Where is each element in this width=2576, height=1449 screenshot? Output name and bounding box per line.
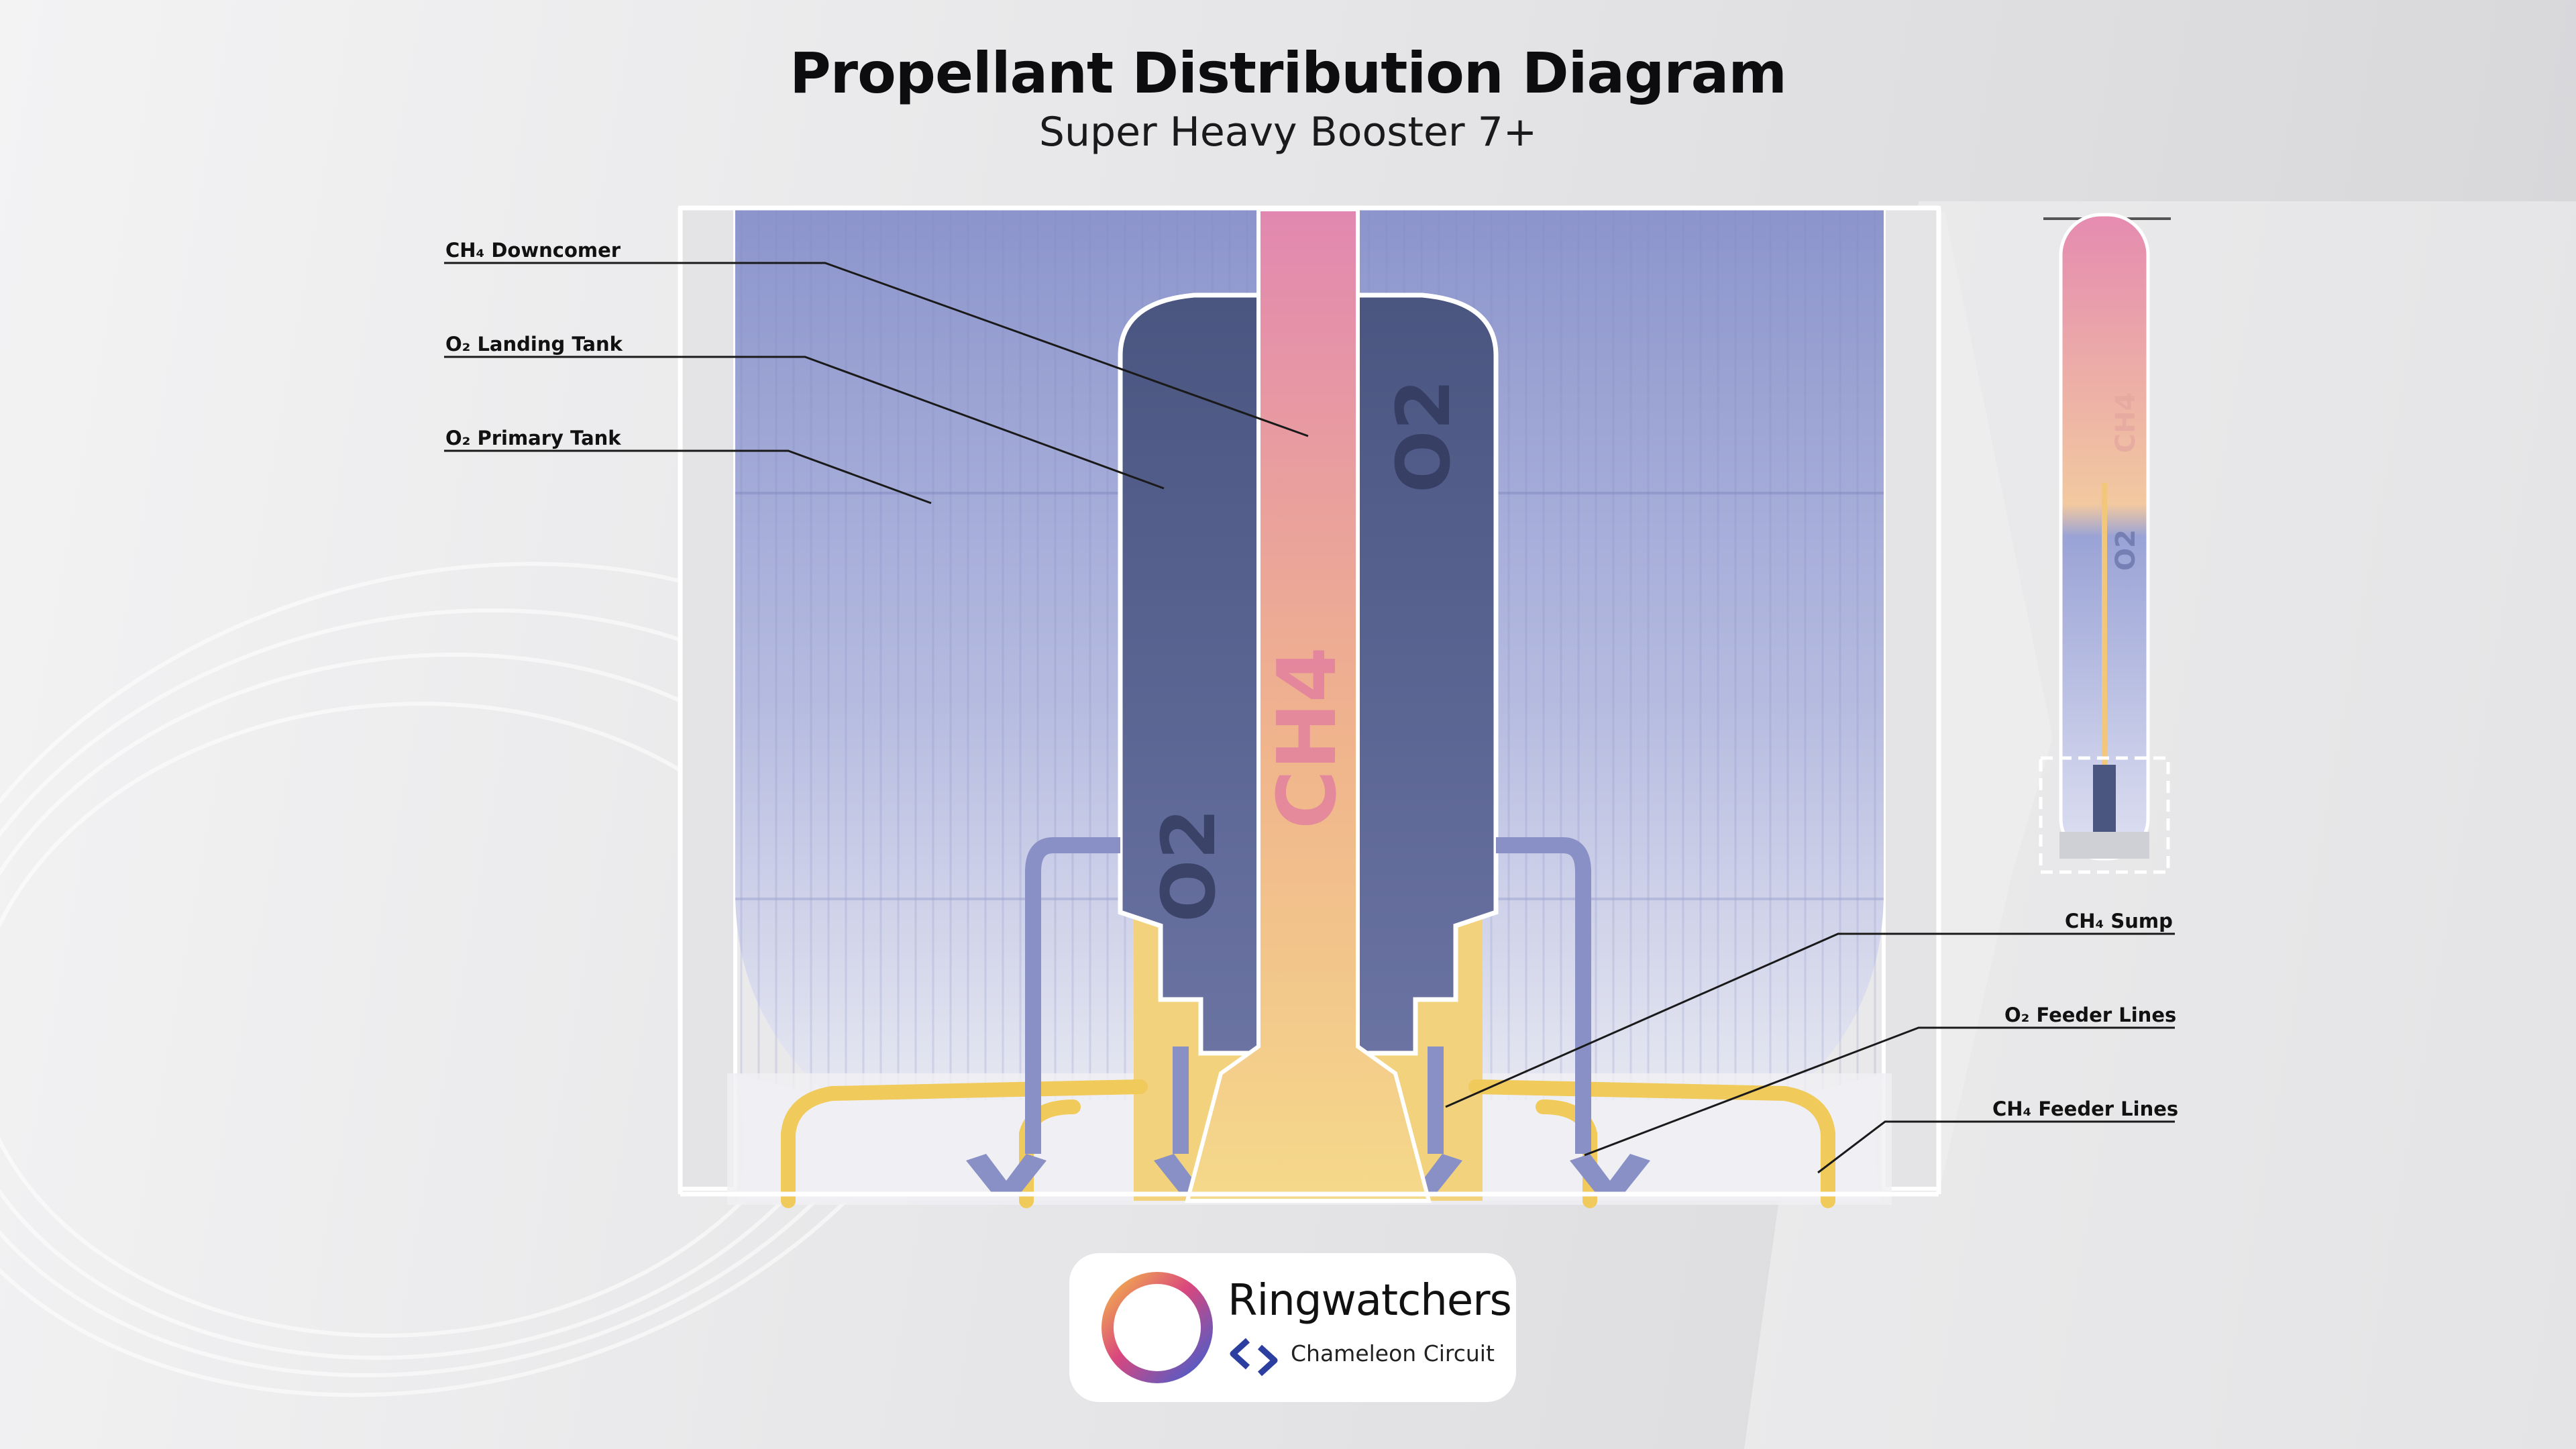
label-o2-feeder-lines: O₂ Feeder Lines — [2004, 1004, 2177, 1026]
o2-feeder-lines — [1025, 837, 1591, 1154]
booster-outline — [678, 205, 1941, 1197]
ch4-downcomer — [1185, 207, 1432, 1203]
o2-marking-upper: O2 — [1381, 379, 1466, 493]
label-ch4-sump: CH₄ Sump — [2065, 910, 2173, 932]
page-subtitle: Super Heavy Booster 7+ — [1038, 109, 1538, 156]
inset-o2-marking: O2 — [2110, 529, 2141, 571]
ring-logo-icon — [1102, 1272, 1213, 1383]
label-o2-landing-tank: O₂ Landing Tank — [445, 333, 623, 356]
page-title: Propellant Distribution Diagram — [790, 40, 1787, 106]
label-ch4-feeder-lines: CH₄ Feeder Lines — [1992, 1097, 2179, 1120]
chameleon-arrows-icon — [1230, 1338, 1278, 1377]
header: Propellant Distribution Diagram Super He… — [0, 40, 2576, 156]
leader-lines — [444, 262, 2175, 1174]
inset-ch4-marking: CH4 — [2110, 392, 2141, 453]
ch4-marking: CH4 — [1261, 647, 1354, 829]
logo-card: Ringwatchers Chameleon Circuit — [1069, 1253, 1516, 1402]
sub-brand-name: Chameleon Circuit — [1291, 1340, 1495, 1366]
booster-overview-inset: CH4 O2 — [2039, 213, 2171, 874]
brand-name: Ringwatchers — [1228, 1276, 1512, 1326]
o2-marking-lower: O2 — [1146, 808, 1232, 922]
label-ch4-downcomer: CH₄ Downcomer — [445, 239, 621, 262]
booster-wall — [678, 206, 1941, 1191]
label-o2-primary-tank: O₂ Primary Tank — [445, 427, 621, 449]
